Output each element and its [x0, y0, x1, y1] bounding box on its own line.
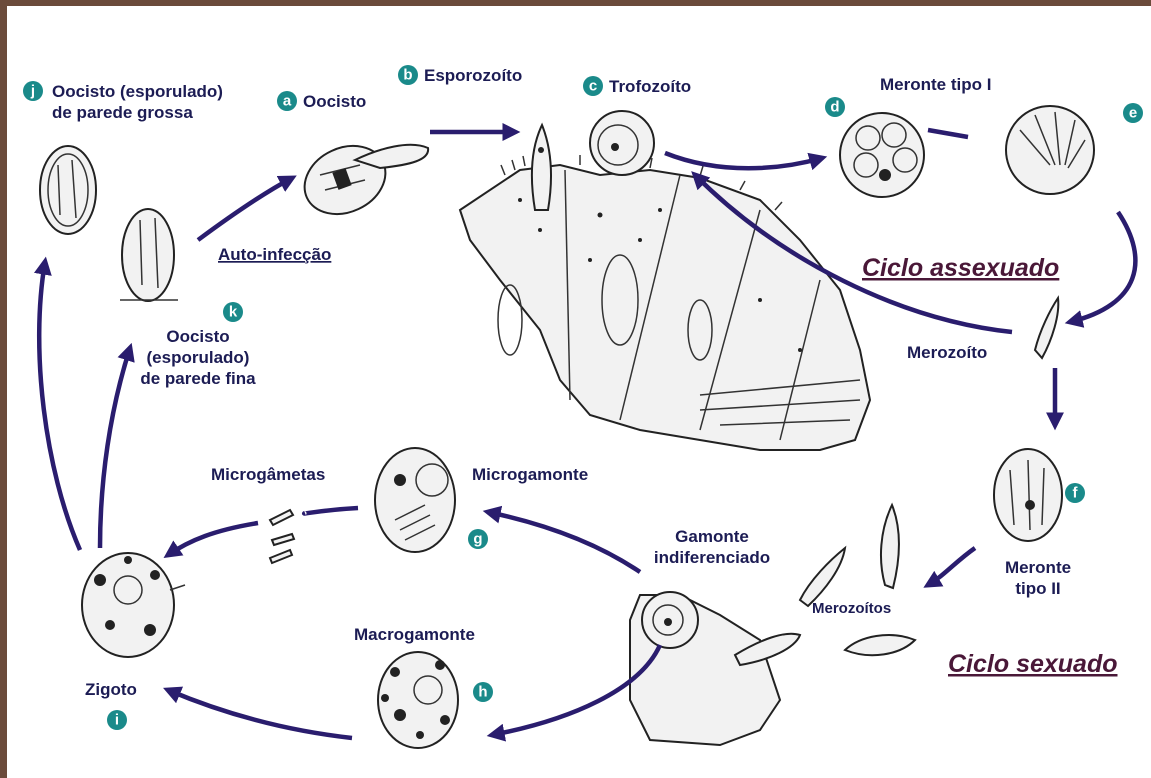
label-meronte-tipo-i: Meronte tipo I — [880, 75, 991, 94]
arrow-microgametes-to-zygote — [168, 523, 258, 555]
svg-text:d: d — [830, 99, 839, 116]
badge-k: k — [223, 302, 243, 322]
badge-e: e — [1123, 103, 1143, 123]
badge-h: h — [473, 682, 493, 702]
label-gamonte-line2: indiferenciado — [654, 548, 770, 567]
badge-j: j — [23, 81, 43, 101]
badge-d: d — [825, 97, 845, 117]
svg-text:h: h — [478, 684, 487, 701]
svg-text:g: g — [473, 531, 482, 548]
label-oocisto-grossa-line2: de parede grossa — [52, 103, 193, 122]
label-gamonte-line1: Gamonte — [675, 527, 749, 546]
svg-text:k: k — [229, 304, 238, 321]
label-oocisto-fina-line1: Oocisto — [166, 327, 229, 346]
label-macrogamonte: Macrogamonte — [354, 625, 475, 644]
badge-g: g — [468, 529, 488, 549]
arrow-autoinfection — [198, 178, 292, 240]
arrow-zygote-to-thin-oocyst — [100, 348, 130, 548]
intestinal-epithelium-illustration — [460, 155, 870, 450]
label-meronte-ii-line1: Meronte — [1005, 558, 1071, 577]
badge-a: a — [277, 91, 297, 111]
undifferentiated-gamont-illustration — [630, 592, 800, 745]
label-merozoitos: Merozoítos — [812, 600, 891, 617]
label-meronte-ii-line2: tipo II — [1015, 579, 1060, 598]
type-i-meront-merozoites-illustration — [1006, 106, 1094, 194]
badge-c: c — [583, 76, 603, 96]
svg-text:e: e — [1129, 105, 1137, 122]
arrow-meront-to-merozoite — [1070, 212, 1135, 322]
label-esporozoito: Esporozoíto — [424, 66, 522, 85]
label-auto-infeccao: Auto-infecção — [218, 245, 331, 264]
badge-f: f — [1065, 483, 1085, 503]
label-oocisto-fina-line2: (esporulado) — [147, 348, 250, 367]
badge-i: i — [107, 710, 127, 730]
trophozoite-illustration — [590, 111, 654, 175]
label-oocisto-grossa-line1: Oocisto (esporulado) — [52, 82, 223, 101]
arrow-meront-ii-to-merozoites — [928, 548, 975, 585]
badge-b: b — [398, 65, 418, 85]
microgamont-illustration — [375, 448, 455, 552]
label-ciclo-sexuado: Ciclo sexuado — [948, 650, 1118, 678]
sporozoite-illustration — [532, 125, 551, 210]
arrow-gamont-to-microgamont — [488, 512, 640, 572]
label-oocisto: Oocisto — [303, 92, 366, 111]
thin-walled-oocyst-illustration — [120, 209, 178, 301]
svg-text:a: a — [283, 93, 292, 110]
label-ciclo-assexuado: Ciclo assexuado — [862, 254, 1059, 282]
zygote-illustration — [82, 553, 185, 657]
arrow-zygote-to-thick-oocyst — [39, 262, 80, 550]
label-zigoto: Zigoto — [85, 680, 137, 699]
arrow-meront-d-to-e — [928, 130, 968, 137]
svg-text:j: j — [30, 83, 35, 100]
macrogamont-illustration — [378, 652, 458, 748]
label-oocisto-fina-line3: de parede fina — [140, 369, 256, 388]
merozoites-group-illustration — [800, 505, 915, 655]
arrow-microgamont-to-microgametes — [304, 508, 358, 513]
label-microgamonte: Microgamonte — [472, 465, 588, 484]
oocyst-illustration — [293, 133, 428, 227]
type-i-meront-illustration — [840, 113, 924, 197]
svg-text:i: i — [115, 712, 119, 729]
thick-walled-oocyst-illustration — [40, 146, 96, 234]
svg-text:b: b — [403, 67, 412, 84]
svg-text:c: c — [589, 78, 597, 95]
arrow-macrogamont-to-zygote — [168, 690, 352, 738]
arrow-trophozoite-to-meront — [665, 153, 822, 168]
label-merozoito: Merozoíto — [907, 343, 987, 362]
merozoite-illustration — [1035, 298, 1058, 358]
type-ii-meront-illustration — [994, 449, 1062, 541]
label-microgametas: Microgâmetas — [211, 465, 325, 484]
label-trofozoito: Trofozoíto — [609, 77, 691, 96]
microgametes-illustration — [270, 510, 294, 563]
